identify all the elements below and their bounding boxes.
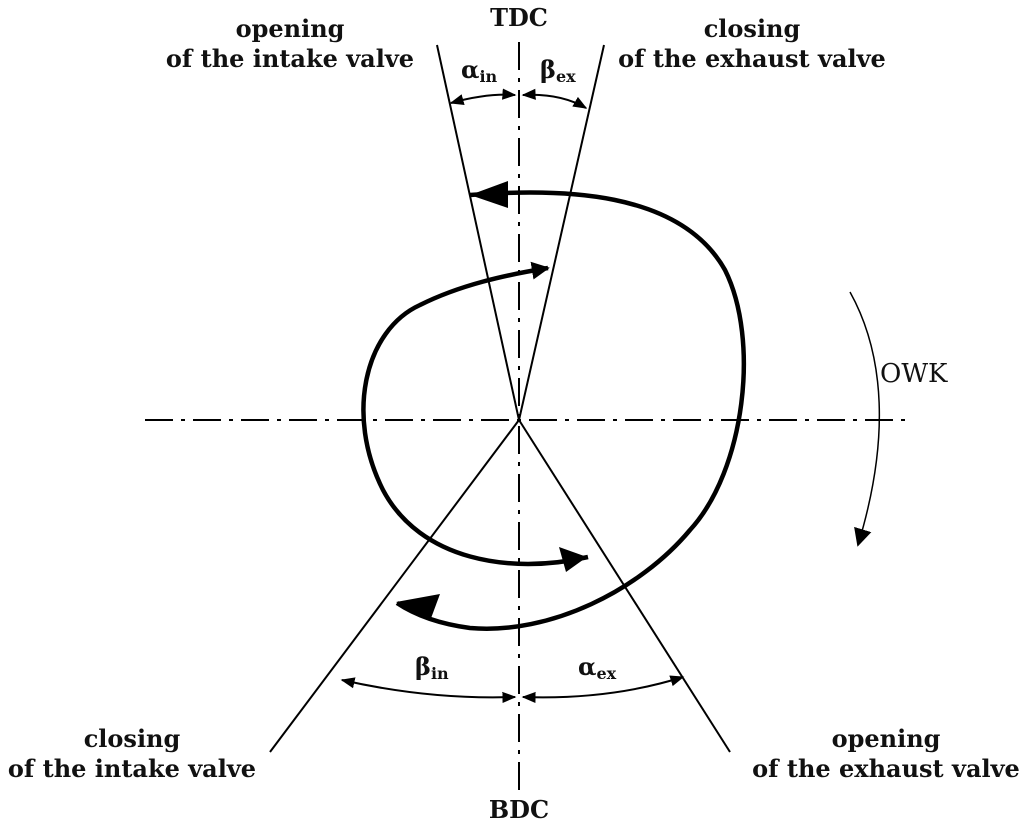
exhaust-close-label: closing of the exhaust valve [612, 14, 892, 74]
intake-close-label: closing of the intake valve [4, 724, 260, 784]
beta-in-base: β [415, 652, 431, 681]
exhaust-close-line1: closing [703, 14, 801, 43]
alpha-ex-label: αex [578, 652, 616, 689]
beta-ex-arc [521, 88, 588, 109]
intake-stroke-curve [361, 261, 589, 567]
alpha-in-label: αin [461, 55, 497, 92]
bdc-label: BDC [488, 795, 550, 824]
intake-close-line1: closing [83, 724, 181, 753]
beta-ex-label: βex [540, 55, 576, 92]
exhaust-open-line2: of the exhaust valve [752, 754, 1020, 783]
intake-open-line2: of the intake valve [165, 44, 415, 73]
alpha-ex-arc [521, 675, 685, 704]
beta-in-sub: in [430, 664, 449, 683]
tdc-label: TDC [490, 3, 548, 32]
exhaust-stroke-curve [395, 190, 746, 631]
exhaust-open-label: opening of the exhaust valve [750, 724, 1022, 784]
exhaust-bottom-arrow [396, 594, 440, 621]
beta-ex-sub: ex [555, 67, 576, 86]
intake-open-line [436, 44, 520, 421]
alpha-in-arc [449, 88, 517, 106]
alpha-in-base: α [461, 55, 480, 84]
exhaust-close-line [518, 44, 605, 421]
beta-in-label: βin [415, 652, 449, 689]
exhaust-open-line1: opening [831, 724, 941, 753]
intake-close-line2: of the intake valve [7, 754, 257, 783]
intake-open-label: opening of the intake valve [160, 14, 420, 74]
alpha-in-sub: in [479, 67, 498, 86]
alpha-ex-base: α [578, 652, 597, 681]
exhaust-top-arrow [470, 181, 508, 208]
rotation-direction-arrow [849, 291, 881, 547]
intake-close-line [269, 419, 520, 753]
beta-in-arc [340, 677, 517, 704]
intake-start-arrow [559, 547, 587, 572]
intake-open-line1: opening [235, 14, 345, 43]
beta-ex-base: β [540, 55, 556, 84]
exhaust-close-line2: of the exhaust valve [618, 44, 886, 73]
alpha-ex-sub: ex [596, 664, 617, 683]
owk-label: OWK [880, 359, 948, 389]
